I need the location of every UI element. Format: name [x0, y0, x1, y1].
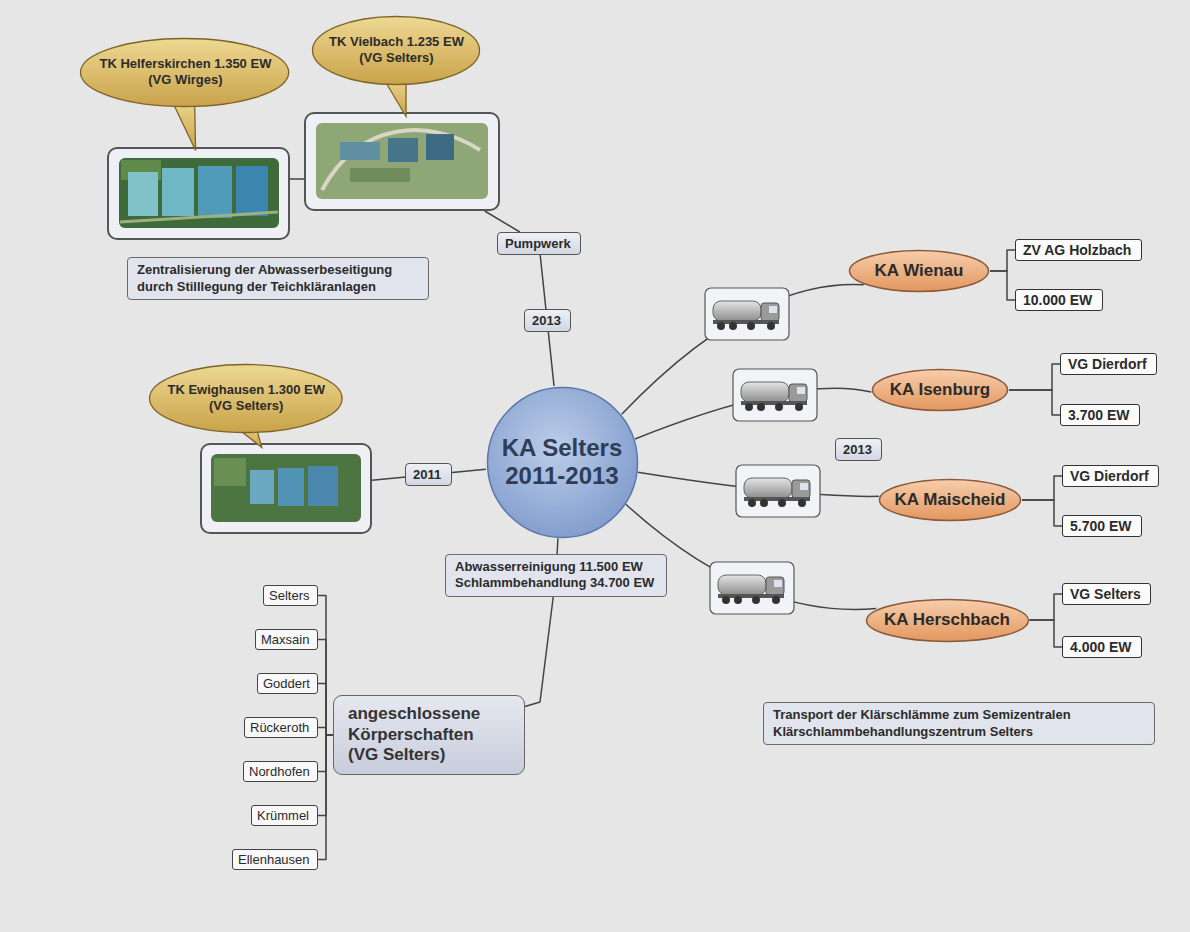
member-box: Goddert — [257, 673, 318, 694]
connector — [485, 211, 520, 232]
truck-icon — [710, 562, 794, 614]
info-box: ZV AG Holzbach — [1015, 239, 1142, 261]
box-label: Nordhofen — [249, 764, 310, 779]
member-box: Maxsain — [255, 629, 318, 650]
plant-label: KA Herschbach — [884, 610, 1010, 630]
truck-icon — [736, 465, 820, 517]
box-label: VG Dierdorf — [1068, 356, 1147, 372]
photo-frame: TK Ewighausen 1.300 EW (VG Selters) — [200, 443, 372, 534]
aerial-photo — [108, 148, 289, 239]
connector — [1022, 500, 1062, 526]
outline — [150, 364, 343, 432]
edge-label: Abwasserreinigung 11.500 EW Schlammbehan… — [455, 559, 655, 592]
info-box: 3.700 EW — [1060, 404, 1140, 426]
connector — [318, 684, 333, 736]
plant-ellipse: KA Wienau — [848, 249, 990, 293]
edge-label: 2011 — [413, 467, 444, 482]
aerial-photo — [201, 444, 371, 533]
year-tag: 2013 — [835, 438, 882, 461]
box-label: 3.700 EW — [1068, 407, 1129, 423]
connector — [1022, 476, 1062, 500]
info-box: VG Selters — [1062, 583, 1151, 605]
box-label: VG Selters — [1070, 586, 1141, 602]
box-label: Selters — [269, 588, 309, 603]
group-box: angeschlossene Körperschaften (VG Selter… — [333, 695, 525, 775]
connector — [318, 640, 333, 736]
note-box: Transport der Klärschlämme zum Semizentr… — [763, 702, 1155, 745]
box-label: VG Dierdorf — [1070, 468, 1149, 484]
connector — [1009, 390, 1060, 415]
edge-label: 2013 — [532, 313, 563, 328]
central-circle: KA Selters 2011-2013 — [486, 386, 639, 539]
box-label: 4.000 EW — [1070, 639, 1131, 655]
member-box: Nordhofen — [243, 761, 318, 782]
member-box: Rückeroth — [244, 717, 318, 738]
outline — [487, 387, 637, 537]
callout-bubble: TK Vielbach 1.235 EW (VG Selters) — [311, 15, 482, 86]
plant-label: KA Maischeid — [895, 490, 1006, 510]
member-box: Krümmel — [251, 805, 318, 826]
outline — [81, 38, 289, 106]
truck-icon — [705, 288, 789, 340]
box-label: angeschlossene Körperschaften (VG Selter… — [348, 704, 498, 765]
connector — [318, 596, 333, 736]
info-box: VG Dierdorf — [1060, 353, 1157, 375]
box-label: 2013 — [843, 442, 872, 457]
box-label: Rückeroth — [250, 720, 309, 735]
box-label: Ellenhausen — [238, 852, 310, 867]
plant-label: KA Isenburg — [890, 380, 990, 400]
box-label: 10.000 EW — [1023, 292, 1092, 308]
label-patch: 2013 — [524, 309, 571, 332]
plant-ellipse: KA Isenburg — [871, 368, 1009, 412]
outline — [873, 370, 1008, 411]
box-label: Zentralisierung der Abwasserbeseitigung … — [137, 262, 417, 295]
connector — [1030, 594, 1063, 620]
box-label: Pumpwerk — [505, 236, 571, 251]
member-box: Ellenhausen — [232, 849, 318, 870]
info-box: 5.700 EW — [1062, 515, 1142, 537]
outline — [880, 480, 1021, 521]
label-patch: Abwasserreinigung 11.500 EW Schlammbehan… — [445, 554, 667, 597]
connector — [990, 271, 1015, 300]
callout-bubble: TK Helferskirchen 1.350 EW (VG Wirges) — [79, 37, 291, 108]
plant-label: KA Wienau — [875, 261, 964, 281]
branch-tag: Pumpwerk — [497, 232, 581, 255]
callout-label: TK Vielbach 1.235 EW (VG Selters) — [321, 34, 471, 65]
aerial-photo — [305, 113, 499, 210]
outline — [850, 251, 989, 292]
member-box: Selters — [263, 585, 318, 606]
box-label: Krümmel — [257, 808, 309, 823]
truck-icon — [733, 369, 817, 421]
box-label: 5.700 EW — [1070, 518, 1131, 534]
photo-frame: TK Helferskirchen 1.350 EW (VG Wirges) — [107, 147, 290, 240]
photo-frame: TK Vielbach 1.235 EW (VG Selters) — [304, 112, 500, 211]
connector — [990, 250, 1015, 271]
connector — [318, 735, 333, 860]
callout-bubble: TK Ewighausen 1.300 EW (VG Selters) — [148, 363, 344, 434]
plant-ellipse: KA Maischeid — [878, 478, 1022, 522]
info-box: 10.000 EW — [1015, 289, 1103, 311]
callout-label: TK Helferskirchen 1.350 EW (VG Wirges) — [92, 56, 278, 87]
outline — [312, 16, 479, 84]
box-label: Goddert — [263, 676, 310, 691]
connector — [318, 728, 333, 736]
info-box: 4.000 EW — [1062, 636, 1142, 658]
box-label: Maxsain — [261, 632, 309, 647]
box-label: Transport der Klärschlämme zum Semizentr… — [773, 707, 1143, 740]
info-box: VG Dierdorf — [1062, 465, 1159, 487]
box-label: ZV AG Holzbach — [1023, 242, 1131, 258]
hub-label: KA Selters 2011-2013 — [492, 434, 632, 489]
connector — [1009, 364, 1060, 390]
connector — [290, 178, 304, 180]
outline — [866, 599, 1028, 641]
plant-ellipse: KA Herschbach — [865, 598, 1030, 643]
connector — [1030, 620, 1063, 647]
note-box: Zentralisierung der Abwasserbeseitigung … — [127, 257, 429, 300]
callout-label: TK Ewighausen 1.300 EW (VG Selters) — [161, 382, 331, 413]
label-patch: 2011 — [405, 463, 452, 486]
connector — [622, 285, 864, 415]
